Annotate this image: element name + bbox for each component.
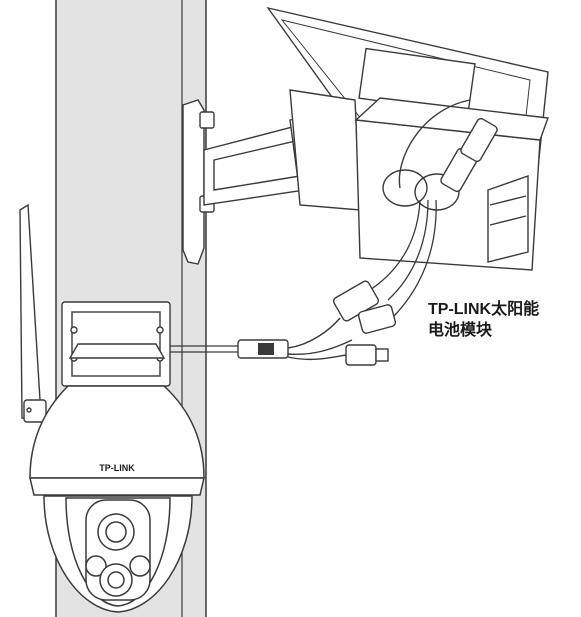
- cable-connectors: [237, 280, 397, 366]
- camera-brand-text: TP-LINK: [99, 463, 135, 473]
- camera-body: [29, 385, 205, 613]
- camera-mount: [61, 301, 171, 387]
- antenna: [19, 203, 47, 423]
- battery-cables: [170, 199, 437, 353]
- battery-module-label-line1: TP-LINK太阳能: [428, 301, 540, 318]
- solar-battery-module: [266, 6, 549, 271]
- battery-module-label-line2: 电池模块: [428, 322, 493, 339]
